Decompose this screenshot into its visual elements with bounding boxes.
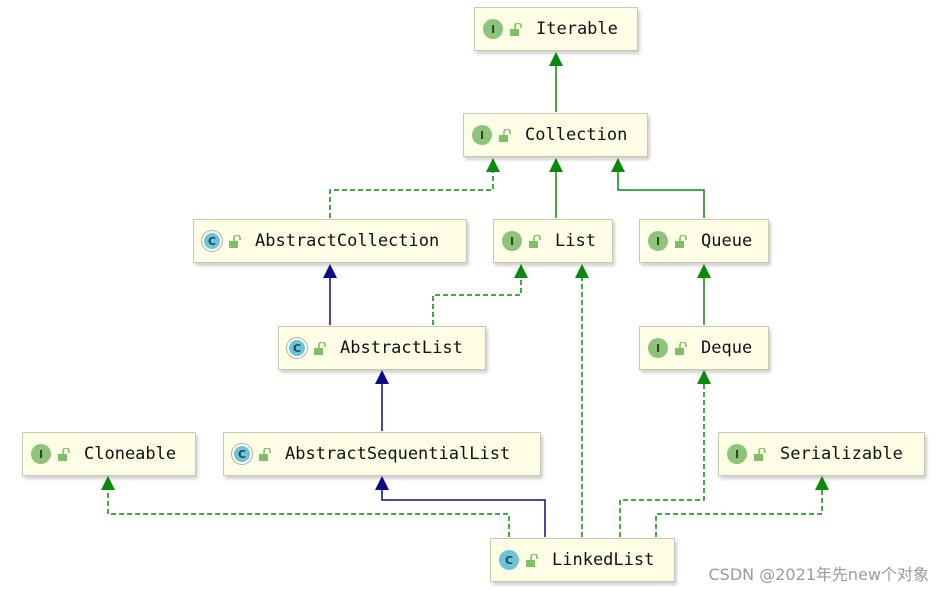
unlocked-icon	[754, 447, 766, 461]
edge-queue-collection	[611, 158, 705, 218]
interface-icon: I	[648, 231, 668, 251]
edge-abstractlist-list	[432, 264, 528, 325]
unlocked-icon	[529, 234, 541, 248]
edge-linkedlist-abstractsequentiallist	[375, 476, 546, 537]
abstract-class-icon: C	[232, 444, 252, 464]
interface-icon: I	[31, 444, 51, 464]
unlocked-icon	[675, 234, 687, 248]
interface-icon: I	[502, 231, 522, 251]
abstract-class-icon: C	[202, 231, 222, 251]
interface-icon: I	[472, 125, 492, 145]
class-icon: C	[499, 550, 519, 570]
watermark-text: CSDN @2021年先new个对象	[708, 565, 930, 584]
node-serializable[interactable]: I Serializable	[718, 432, 925, 476]
node-abstract-collection[interactable]: C AbstractCollection	[193, 219, 467, 263]
edge-deque-queue	[697, 264, 711, 325]
node-label: Iterable	[536, 19, 618, 39]
node-deque[interactable]: I Deque	[639, 326, 769, 370]
edge-abstractcollection-collection	[329, 158, 500, 218]
node-label: AbstractSequentialList	[285, 444, 511, 464]
edge-abstractsequentiallist-abstractlist	[375, 370, 389, 431]
edge-linkedlist-cloneable	[101, 476, 510, 537]
unlocked-icon	[675, 341, 687, 355]
node-label: List	[555, 231, 596, 251]
node-label: Cloneable	[84, 444, 177, 464]
node-iterable[interactable]: I Iterable	[474, 7, 638, 51]
node-queue[interactable]: I Queue	[639, 219, 769, 263]
node-abstract-list[interactable]: C AbstractList	[278, 326, 486, 370]
node-cloneable[interactable]: I Cloneable	[22, 432, 196, 476]
edge-linkedlist-list	[575, 264, 589, 537]
edge-collection-iterable	[549, 52, 563, 112]
node-collection[interactable]: I Collection	[463, 113, 648, 157]
node-abstract-sequential-list[interactable]: C AbstractSequentialList	[223, 432, 541, 476]
node-label: Collection	[525, 125, 628, 145]
node-linked-list[interactable]: C LinkedList	[490, 538, 675, 582]
edge-abstractlist-abstractcollection	[323, 264, 337, 325]
edge-linkedlist-serializable	[655, 476, 829, 537]
edge-list-collection	[549, 158, 563, 218]
node-label: AbstractList	[340, 338, 463, 358]
unlocked-icon	[499, 128, 511, 142]
abstract-class-icon: C	[287, 338, 307, 358]
node-label: LinkedList	[552, 550, 655, 570]
unlocked-icon	[510, 22, 522, 36]
unlocked-icon	[526, 553, 538, 567]
interface-icon: I	[727, 444, 747, 464]
interface-icon: I	[648, 338, 668, 358]
unlocked-icon	[259, 447, 271, 461]
unlocked-icon	[314, 341, 326, 355]
node-list[interactable]: I List	[493, 219, 613, 263]
node-label: Serializable	[780, 444, 903, 464]
edge-linkedlist-deque	[619, 370, 711, 537]
node-label: AbstractCollection	[255, 231, 440, 251]
interface-icon: I	[483, 19, 503, 39]
node-label: Queue	[701, 231, 753, 251]
unlocked-icon	[229, 234, 241, 248]
node-label: Deque	[701, 338, 753, 358]
unlocked-icon	[58, 447, 70, 461]
